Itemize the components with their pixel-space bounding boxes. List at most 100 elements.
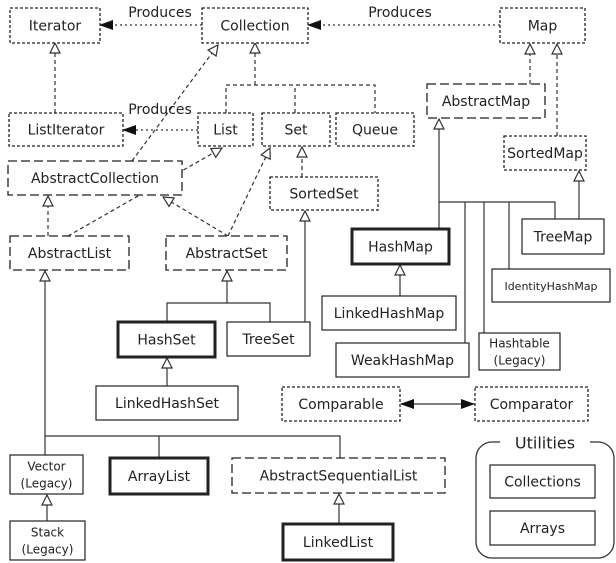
node-box — [8, 112, 124, 147]
node-collection[interactable]: Collection — [201, 7, 309, 44]
node-box — [9, 454, 84, 495]
nodes: Utilities Iterator Collection MapListIterat… — [7, 7, 615, 562]
node-label: TreeMap — [533, 230, 593, 246]
edge-bus-list-queue — [225, 84, 376, 113]
node-queue[interactable]: Queue — [335, 112, 415, 147]
node-label: LinkedHashSet — [115, 396, 219, 412]
utilities-group: Utilities — [475, 432, 615, 559]
node-box — [281, 386, 401, 422]
node-box — [426, 83, 546, 119]
node-tree-map[interactable]: TreeMap — [521, 218, 605, 255]
node-label: Comparable — [298, 397, 383, 413]
node-box — [116, 320, 217, 359]
node-box — [7, 160, 183, 196]
edge-abstractset-abstractcollection — [163, 197, 229, 237]
node-linked-hash-set[interactable]: LinkedHashSet — [95, 385, 239, 421]
node-box — [9, 7, 101, 44]
node-iterator[interactable]: Iterator — [9, 7, 101, 44]
node-stack[interactable]: Stack (Legacy) — [9, 520, 86, 561]
node-identity-hash-map[interactable]: IdentityHashMap — [491, 268, 611, 303]
node-box — [9, 520, 86, 561]
node-label: Comparator — [490, 397, 574, 413]
node-label: Iterator — [29, 19, 82, 35]
node-box — [489, 510, 596, 546]
node-abstract-sequential-list[interactable]: AbstractSequentialList — [231, 457, 446, 494]
node-arrays[interactable]: Arrays — [489, 510, 596, 546]
node-box — [231, 457, 446, 494]
node-box — [226, 321, 311, 357]
node-label: SortedSet — [289, 187, 359, 203]
node-linked-hash-map[interactable]: LinkedHashMap — [321, 295, 457, 331]
node-sorted-map[interactable]: SortedMap — [503, 135, 587, 171]
node-box — [478, 332, 561, 371]
utilities-title: Utilities — [515, 434, 575, 453]
node-label: SortedMap — [507, 146, 583, 162]
node-set[interactable]: Set — [261, 112, 331, 147]
node-abstract-map[interactable]: AbstractMap — [426, 83, 546, 119]
node-label: Stack — [31, 526, 64, 540]
node-box — [281, 522, 395, 562]
produces-label: Produces — [368, 5, 432, 21]
node-linked-list[interactable]: LinkedList — [281, 522, 395, 562]
node-label: AbstractSet — [186, 246, 268, 262]
node-label: AbstractCollection — [31, 171, 159, 187]
node-label: HashMap — [368, 240, 433, 256]
node-label: Set — [285, 123, 309, 139]
node-list-iterator[interactable]: ListIterator — [8, 112, 124, 147]
node-abstract-list[interactable]: AbstractList — [9, 235, 130, 271]
node-box — [269, 176, 379, 211]
edge-abstractlist-list — [67, 148, 222, 237]
edge-set-bus — [166, 302, 271, 322]
edge-map-bus — [439, 201, 556, 219]
node-label: List — [213, 123, 238, 139]
node-label: LinkedHashMap — [334, 306, 445, 322]
node-comparator[interactable]: Comparator — [474, 386, 589, 422]
node-box — [335, 112, 415, 147]
node-label: LinkedList — [303, 535, 374, 551]
node-label: HashSet — [137, 333, 196, 349]
edge-list-bus — [45, 435, 341, 458]
node-box — [321, 295, 457, 331]
produces-label: Produces — [128, 5, 192, 21]
node-label: Collection — [220, 19, 289, 35]
node-box — [474, 386, 589, 422]
node-comparable[interactable]: Comparable — [281, 386, 401, 422]
produces-label: Produces — [128, 102, 192, 118]
node-sublabel: (Legacy) — [21, 477, 73, 491]
node-label: IdentityHashMap — [504, 280, 597, 293]
node-box — [261, 112, 331, 147]
node-array-list[interactable]: ArrayList — [108, 456, 210, 496]
node-label: ListIterator — [28, 123, 105, 139]
node-list[interactable]: List — [197, 112, 254, 147]
node-collections[interactable]: Collections — [489, 464, 596, 499]
node-abstract-collection[interactable]: AbstractCollection — [7, 160, 183, 196]
node-box — [335, 342, 470, 378]
node-box — [108, 456, 210, 496]
node-hash-map[interactable]: HashMap — [350, 227, 451, 266]
node-sorted-set[interactable]: SortedSet — [269, 176, 379, 211]
node-label: Hashtable — [489, 337, 550, 351]
node-label: AbstractMap — [442, 94, 530, 110]
node-label: TreeSet — [241, 332, 295, 348]
node-weak-hash-map[interactable]: WeakHashMap — [335, 342, 470, 378]
node-box — [95, 385, 239, 421]
node-box — [489, 464, 596, 499]
node-hash-set[interactable]: HashSet — [116, 320, 217, 359]
edges — [45, 20, 579, 524]
node-sublabel: (Legacy) — [22, 543, 74, 557]
node-sublabel: (Legacy) — [494, 354, 546, 368]
node-tree-set[interactable]: TreeSet — [226, 321, 311, 357]
node-label: Vector — [27, 460, 65, 474]
node-label: Queue — [352, 123, 398, 139]
node-label: ArrayList — [128, 469, 191, 485]
node-abstract-set[interactable]: AbstractSet — [165, 235, 288, 271]
node-box — [165, 235, 288, 271]
node-hashtable[interactable]: Hashtable (Legacy) — [478, 332, 561, 371]
node-map[interactable]: Map — [499, 7, 586, 44]
node-box — [491, 268, 611, 303]
edge-abstractcollection-collection — [131, 45, 218, 162]
node-box — [350, 227, 451, 266]
node-vector[interactable]: Vector (Legacy) — [9, 454, 84, 495]
